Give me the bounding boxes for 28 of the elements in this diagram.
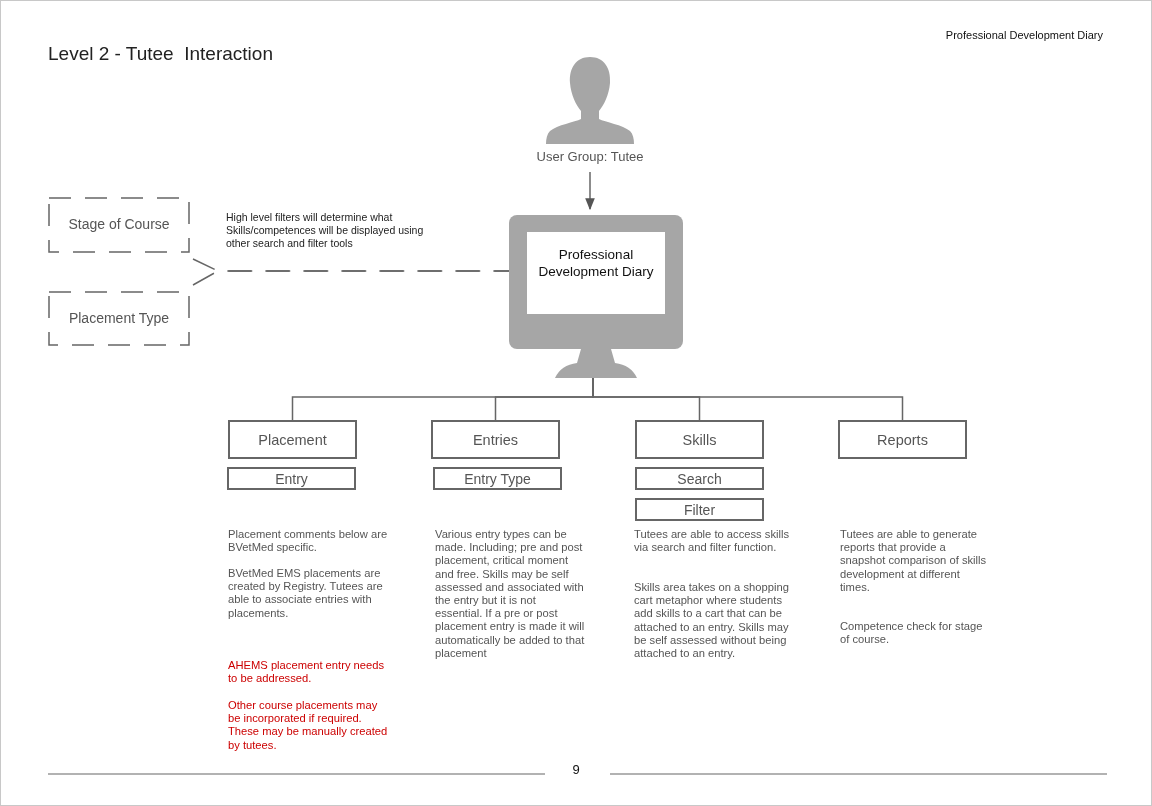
user-caption: User Group: Tutee bbox=[535, 149, 645, 164]
note-text: Tutees are able to generate reports that provide a snapshot comparison of skills development at different times. bbox=[840, 528, 988, 594]
sub-box: Entry bbox=[227, 467, 356, 490]
note-text: Tutees are able to access skills via search and filter function. bbox=[634, 528, 791, 555]
arrow bbox=[585, 171, 595, 211]
sub-box: Entry Type bbox=[433, 467, 562, 490]
sub-box: Search bbox=[635, 467, 764, 490]
note-text: High level filters will determine what Skills/competences will be displayed using other search and filter tools bbox=[226, 211, 425, 251]
section-box: Skills bbox=[635, 420, 764, 459]
section-box: Placement bbox=[228, 420, 357, 459]
note-text: Competence check for stage of course. bbox=[840, 620, 984, 647]
note-text: Various entry types can be made. Including; pre and post placement, critical moment and free. Skills may be self assessed and associated with the entry but it is not essential. If a pre or post placement entry is made it will automatically be added to that placement bbox=[435, 528, 585, 661]
section-box: Reports bbox=[838, 420, 967, 459]
filter-label: Placement Type bbox=[67, 309, 171, 326]
page-number: 9 bbox=[571, 763, 581, 777]
screen-title: Professional Development Diary bbox=[537, 246, 655, 280]
note-text: BVetMed EMS placements are created by Registry. Tutees are able to associate entries with placements. bbox=[228, 567, 384, 620]
page-title: Level 2 - Tutee Interaction bbox=[48, 43, 273, 65]
note-text: Placement comments below are BVetMed specific. bbox=[228, 528, 388, 555]
sub-box: Filter bbox=[635, 498, 764, 521]
warning-note: Other course placements may be incorporated if required. These may be manually created by tutees. bbox=[228, 699, 388, 752]
note-text: Skills area takes on a shopping cart metaphor where students add skills to a cart that can be attached to an entry. Skills may be self assessed without being attached to an entry. bbox=[634, 581, 790, 661]
filter-label: Stage of Course bbox=[67, 216, 171, 232]
section-box: Entries bbox=[431, 420, 560, 459]
header-text: Professional Development Diary bbox=[944, 29, 1103, 43]
connector-line bbox=[192, 270, 510, 286]
warning-note: AHEMS placement entry needs to be addressed. bbox=[228, 659, 386, 686]
connector-line bbox=[592, 377, 904, 421]
